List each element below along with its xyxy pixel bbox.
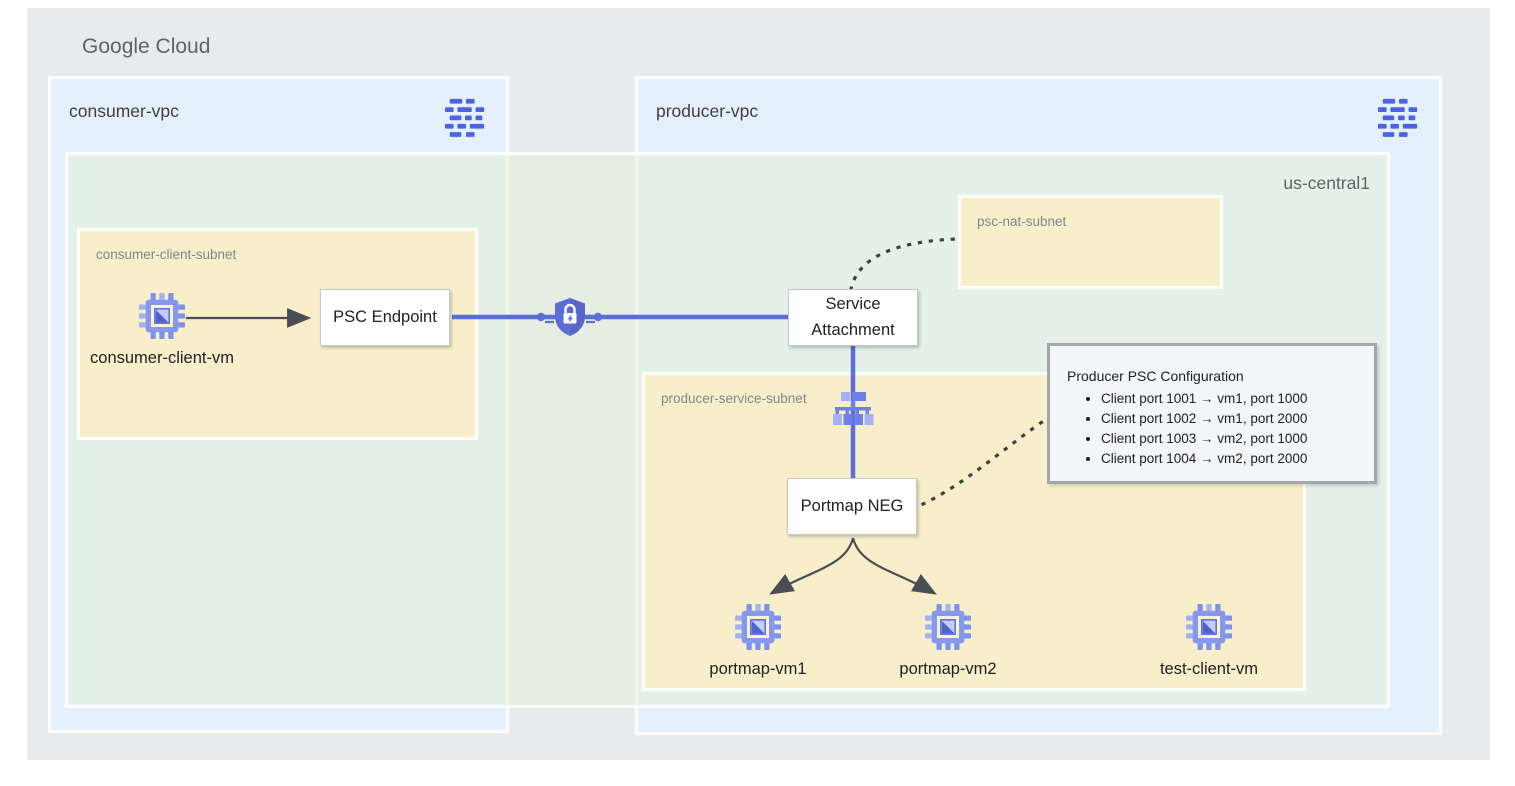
consumer-vpc-label: consumer-vpc: [69, 101, 179, 121]
config-note-title: Producer PSC Configuration: [1067, 368, 1244, 384]
compute-engine-icon: [139, 293, 185, 344]
service-attachment-label: Service Attachment: [811, 294, 895, 339]
psc-nat-subnet-box: psc-nat-subnet: [958, 195, 1223, 289]
portmap-vm2-label: portmap-vm2: [899, 660, 997, 678]
config-note-item: Client port 1001 → vm1, port 1000: [1101, 389, 1364, 409]
vpc-network-icon: [1378, 98, 1420, 143]
psc-nat-subnet-label: psc-nat-subnet: [977, 214, 1067, 229]
config-note-item: Client port 1003 → vm2, port 1000: [1101, 429, 1364, 449]
portmap-vm2-node: portmap-vm2: [848, 604, 1048, 679]
portmap-neg-label: Portmap NEG: [800, 496, 904, 515]
producer-psc-config-note: Producer PSC Configuration Client port 1…: [1047, 343, 1377, 484]
producer-service-subnet-label: producer-service-subnet: [661, 391, 807, 406]
vpc-network-icon: [445, 98, 487, 143]
portmap-neg-box: Portmap NEG: [787, 478, 917, 535]
producer-vpc-label: producer-vpc: [656, 101, 759, 121]
region-label: us-central1: [1283, 173, 1370, 193]
consumer-client-vm-node: consumer-client-vm: [62, 293, 262, 368]
test-client-vm-label: test-client-vm: [1159, 660, 1259, 678]
compute-engine-icon: [1186, 604, 1232, 655]
config-note-item: Client port 1004 → vm2, port 2000: [1101, 449, 1364, 469]
test-client-vm-node: test-client-vm: [1109, 604, 1309, 679]
psc-endpoint-label: PSC Endpoint: [333, 307, 437, 326]
consumer-client-vm-label: consumer-client-vm: [90, 349, 234, 367]
google-cloud-title: Google Cloud: [82, 35, 211, 58]
compute-engine-icon: [735, 604, 781, 655]
service-attachment-box: Service Attachment: [788, 289, 918, 346]
portmap-vm1-node: portmap-vm1: [658, 604, 858, 679]
config-note-list: Client port 1001 → vm1, port 1000 Client…: [1067, 389, 1364, 469]
portmap-vm1-label: portmap-vm1: [709, 660, 807, 678]
config-note-item: Client port 1002 → vm1, port 2000: [1101, 409, 1364, 429]
psc-endpoint-box: PSC Endpoint: [320, 289, 450, 346]
consumer-client-subnet-label: consumer-client-subnet: [96, 247, 237, 262]
compute-engine-icon: [925, 604, 971, 655]
